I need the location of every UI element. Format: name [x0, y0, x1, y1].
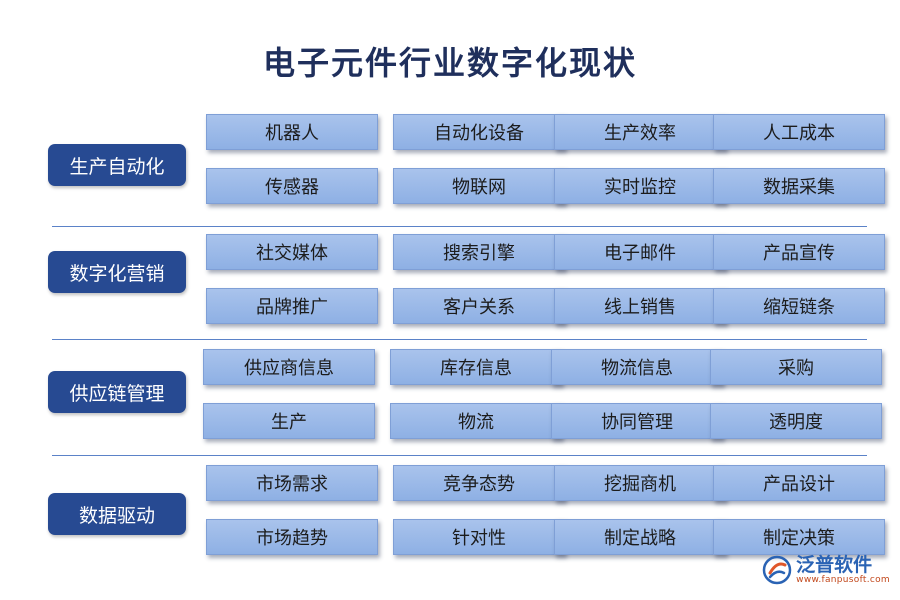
logo-url: www.fanpusoft.com: [796, 574, 890, 585]
item-box: 采购: [710, 349, 882, 385]
item-box: 市场趋势: [206, 519, 378, 555]
item-box: 搜索引擎: [393, 234, 565, 270]
section-divider: [52, 455, 867, 456]
item-box: 数据采集: [713, 168, 885, 204]
item-box: 实时监控: [554, 168, 726, 204]
item-box: 品牌推广: [206, 288, 378, 324]
item-box: 产品设计: [713, 465, 885, 501]
item-box: 透明度: [710, 403, 882, 439]
item-box: 自动化设备: [393, 114, 565, 150]
item-box: 社交媒体: [206, 234, 378, 270]
item-box: 机器人: [206, 114, 378, 150]
category-label-marketing: 数字化营销: [48, 251, 186, 293]
item-box: 缩短链条: [713, 288, 885, 324]
item-box: 供应商信息: [203, 349, 375, 385]
item-box: 产品宣传: [713, 234, 885, 270]
brand-logo: 泛普软件 www.fanpusoft.com: [762, 550, 890, 590]
logo-name: 泛普软件: [796, 553, 873, 576]
item-box: 库存信息: [390, 349, 562, 385]
item-box: 协同管理: [551, 403, 723, 439]
item-box: 竞争态势: [393, 465, 565, 501]
item-box: 电子邮件: [554, 234, 726, 270]
item-box: 挖掘商机: [554, 465, 726, 501]
item-box: 线上销售: [554, 288, 726, 324]
item-box: 制定战略: [554, 519, 726, 555]
item-box: 人工成本: [713, 114, 885, 150]
item-box: 物流: [390, 403, 562, 439]
item-box: 物联网: [393, 168, 565, 204]
section-divider: [52, 226, 867, 227]
fanpu-logo-icon: [762, 555, 792, 585]
diagram-title: 电子元件行业数字化现状: [262, 44, 637, 82]
item-box: 生产效率: [554, 114, 726, 150]
item-box: 市场需求: [206, 465, 378, 501]
category-label-data-driven: 数据驱动: [48, 493, 186, 535]
item-box: 物流信息: [551, 349, 723, 385]
category-label-production: 生产自动化: [48, 144, 186, 186]
item-box: 生产: [203, 403, 375, 439]
item-box: 客户关系: [393, 288, 565, 324]
item-box: 针对性: [393, 519, 565, 555]
section-divider: [52, 339, 867, 340]
item-box: 传感器: [206, 168, 378, 204]
category-label-supply-chain: 供应链管理: [48, 371, 186, 413]
item-box: 制定决策: [713, 519, 885, 555]
